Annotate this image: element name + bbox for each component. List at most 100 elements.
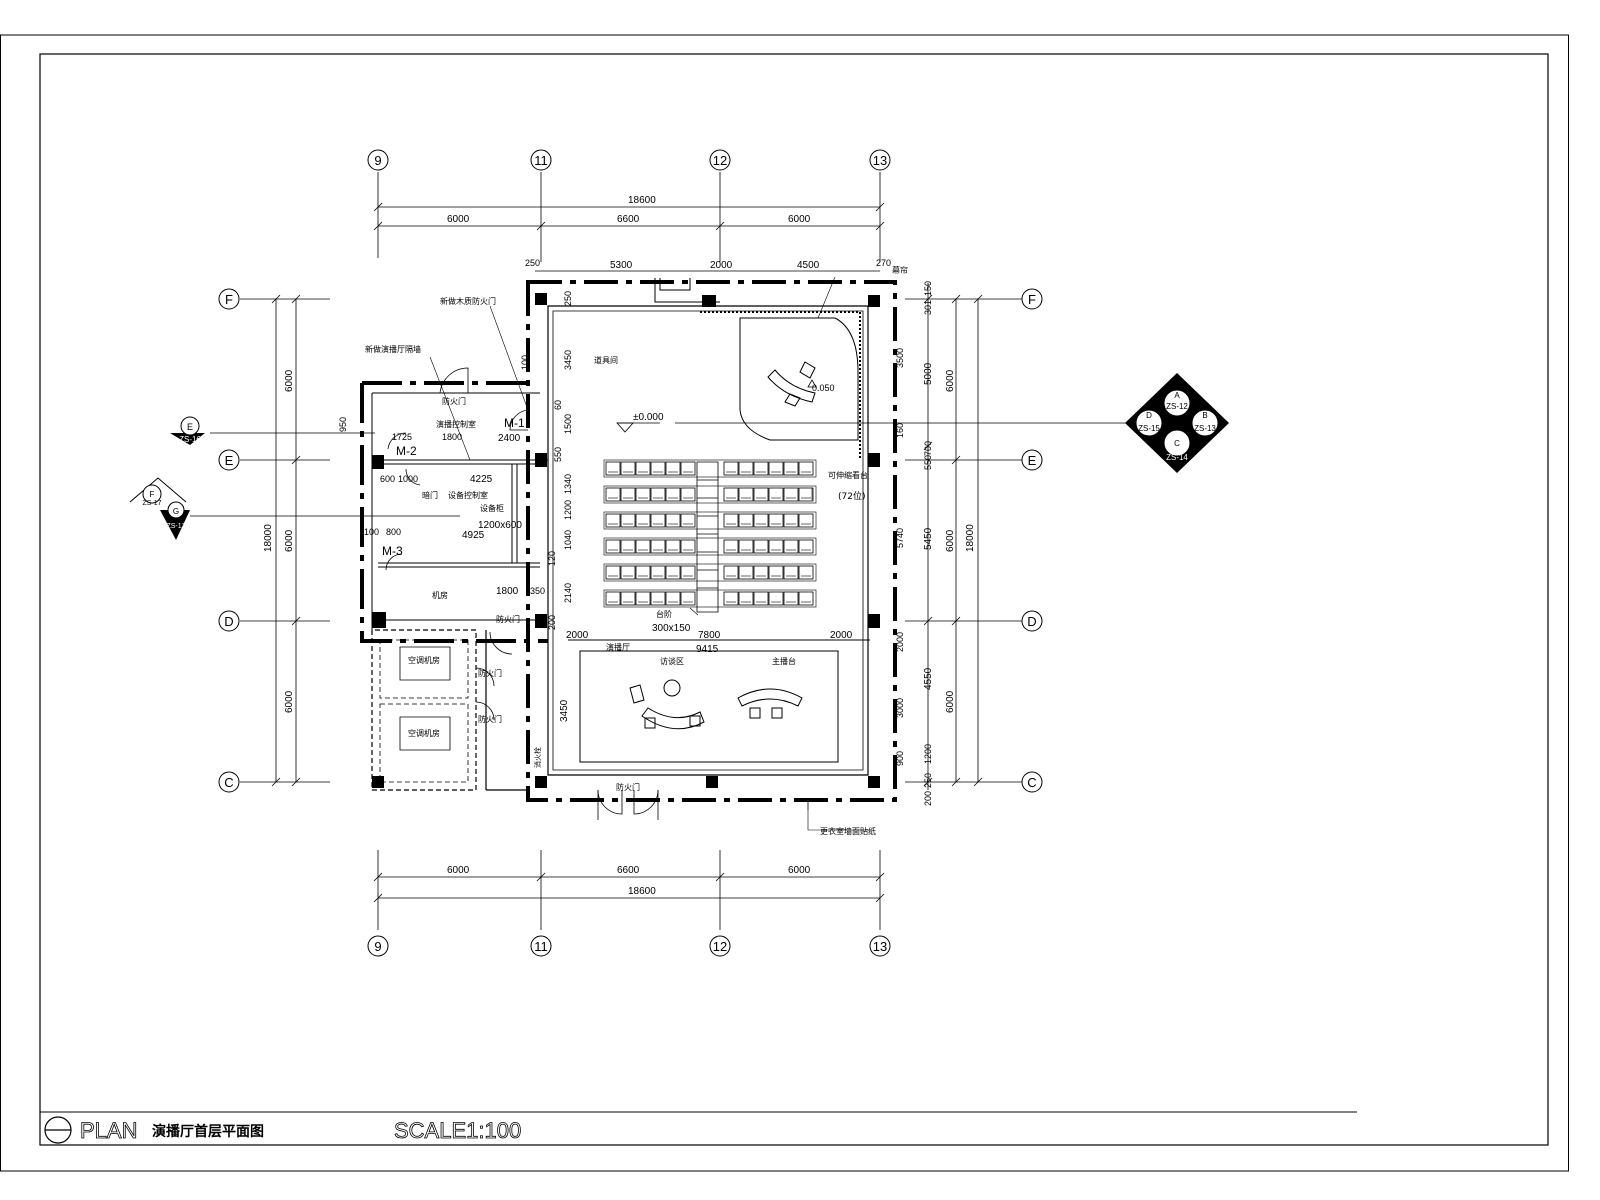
index-b-sheet: ZS-13 — [1194, 424, 1216, 433]
index-c-sheet: ZS-14 — [1166, 453, 1188, 462]
dim-top-detail-2: 5300 — [610, 260, 633, 271]
grid-col-bottom-11: 11 — [534, 939, 548, 954]
seat — [635, 513, 651, 528]
label-wall-new: 新做演播厅隔墙 — [365, 344, 421, 354]
seat — [665, 487, 681, 502]
seat — [753, 461, 769, 476]
label-m2: M-2 — [396, 444, 417, 458]
seat — [723, 591, 739, 606]
seat — [753, 565, 769, 580]
seat-row — [603, 589, 817, 608]
top-dimensions — [373, 202, 885, 272]
column-bubbles — [367, 149, 891, 957]
dim-left-total: 18000 — [263, 524, 274, 552]
index-b-letter: B — [1202, 411, 1207, 420]
dim-int-1800-b: 1800 — [496, 586, 519, 597]
dim-top-span-2: 6600 — [617, 214, 640, 225]
dim-int-2000-b: 2000 — [830, 630, 853, 641]
grid-row-right-f: F — [1028, 292, 1036, 307]
seating-block — [603, 459, 817, 608]
dim-int-1000: 1000 — [398, 474, 418, 484]
label-equipment-room: 设备控制室 — [448, 490, 488, 500]
level-marker — [616, 422, 660, 433]
seat — [783, 539, 799, 554]
grid-row-left-d: D — [224, 614, 233, 629]
grid-row-left-e: E — [225, 453, 234, 468]
seat-row — [603, 511, 817, 530]
seat — [783, 513, 799, 528]
grid-row-left-f: F — [225, 292, 233, 307]
level-text: ±0.000 — [633, 412, 664, 423]
section-mark-fg — [129, 477, 190, 540]
seat — [783, 591, 799, 606]
label-anchor: 主播台 — [772, 656, 796, 666]
seat — [738, 565, 754, 580]
seat — [665, 461, 681, 476]
level-marker-stage — [807, 379, 817, 388]
dim-int-100-b: 100 — [364, 527, 379, 537]
dim-int-950: 950 — [338, 417, 348, 432]
dim-top-detail-3: 2000 — [710, 260, 733, 271]
label-fire-door-3: 防火门 — [478, 668, 502, 678]
sheet-inner-border — [39, 53, 1549, 1146]
leaders — [429, 276, 870, 831]
seat — [753, 513, 769, 528]
seat — [620, 461, 636, 476]
seat — [798, 591, 814, 606]
seat — [798, 539, 814, 554]
seat — [768, 461, 784, 476]
seat — [650, 513, 666, 528]
dim-top-detail-4: 4500 — [797, 260, 820, 271]
seat — [798, 565, 814, 580]
dim-right-1200: 1200 — [923, 744, 933, 764]
section-mark-e — [170, 416, 205, 445]
dim-int-100: 100 — [520, 355, 530, 370]
dim-left-span-3: 6000 — [284, 690, 295, 713]
dim-int-250: 250 — [563, 291, 573, 306]
index-a-letter: A — [1174, 391, 1180, 400]
dim-right-4550: 4550 — [923, 667, 934, 690]
seat — [620, 565, 636, 580]
dim-top-span-1: 6000 — [447, 214, 470, 225]
dim-right-span-1: 6000 — [945, 369, 956, 392]
label-fire-hydrant: 消火栓 — [533, 747, 542, 768]
plan-symbol — [44, 1116, 72, 1144]
seat-row — [603, 537, 817, 556]
label-wall-finish: 更衣室墙面贴纸 — [820, 826, 876, 836]
dim-right-span-3: 6000 — [945, 690, 956, 713]
bottom-dimensions — [373, 872, 885, 903]
section-f-sheet: ZS-17 — [142, 500, 161, 507]
seat — [605, 565, 621, 580]
label-prop-room: 道具间 — [594, 355, 618, 365]
grid-col-top-13: 13 — [873, 153, 887, 168]
seat — [650, 539, 666, 554]
seat — [635, 461, 651, 476]
dim-top-detail-5: 270 — [876, 258, 891, 268]
dim-right-total: 18000 — [965, 524, 976, 552]
dim-right-3500: 3500 — [895, 348, 905, 368]
dim-int-1200: 1200 — [563, 500, 573, 520]
index-d-letter: D — [1146, 411, 1152, 420]
seat-row — [603, 485, 817, 504]
label-m3: M-3 — [382, 544, 403, 558]
seat — [738, 513, 754, 528]
dim-right-3000: 3000 — [895, 698, 905, 718]
seating-aisle — [696, 461, 719, 613]
dim-right-2000: 2000 — [895, 632, 905, 652]
seat — [605, 539, 621, 554]
dim-int-3450-b: 3450 — [559, 699, 570, 722]
level-text-stage: 0.050 — [812, 383, 835, 393]
seat — [723, 487, 739, 502]
label-step-size: 300x150 — [652, 623, 691, 634]
label-door-small: 暗门 — [422, 490, 438, 500]
seat — [650, 565, 666, 580]
seat — [605, 513, 621, 528]
dim-bottom-span-3: 6000 — [788, 865, 811, 876]
seat — [783, 565, 799, 580]
label-interview: 访谈区 — [660, 656, 684, 666]
dim-right-900: 900 — [895, 751, 905, 766]
label-ac-room-2: 空调机房 — [408, 728, 440, 738]
dim-int-4925: 4925 — [462, 530, 485, 541]
seat — [768, 539, 784, 554]
